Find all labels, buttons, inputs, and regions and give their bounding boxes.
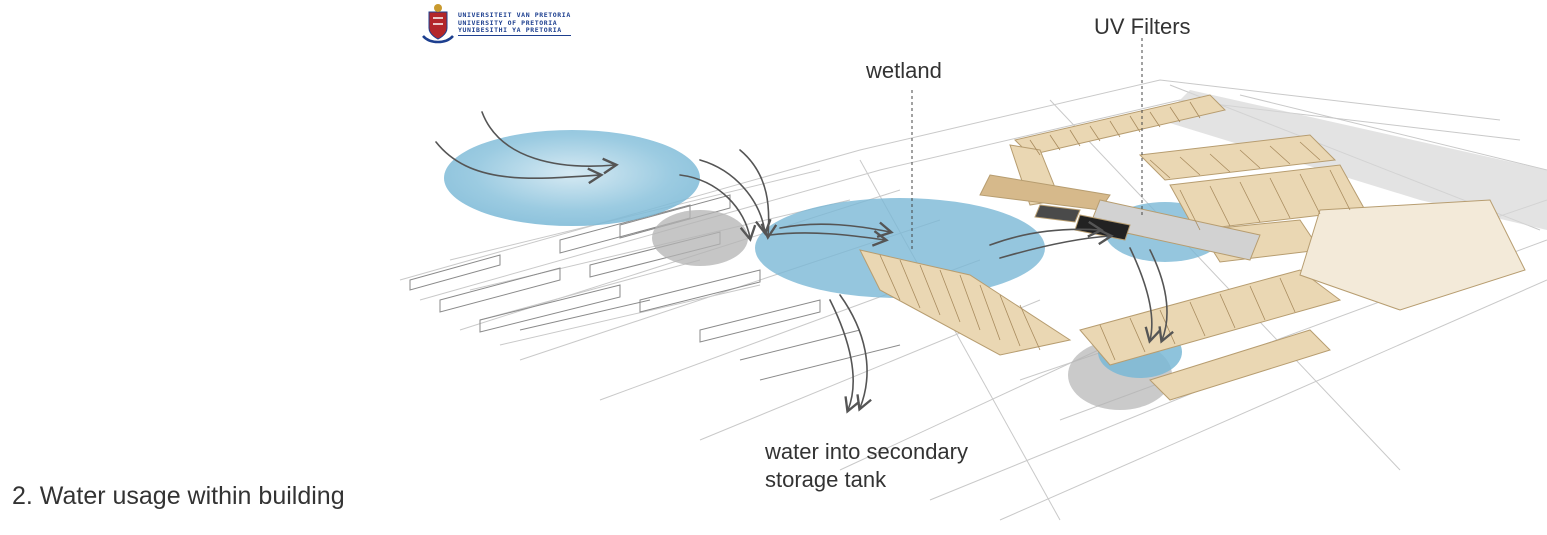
storage-tank-label-line1: water into secondary: [765, 439, 968, 464]
university-name-line3: YUNIBESITHI YA PRETORIA: [458, 26, 571, 36]
tank-arrow: [829, 299, 860, 414]
university-name: UNIVERSITEIT VAN PRETORIA UNIVERSITY OF …: [458, 11, 571, 36]
inflow-arrow: [435, 141, 604, 185]
tank-arrow: [839, 294, 872, 412]
timber-buildings: [859, 94, 1526, 401]
collection-arrow: [739, 149, 778, 240]
university-shield-logo: [422, 4, 454, 44]
wetland-water-zone: [755, 198, 1045, 298]
storage-tank-label-line2: storage tank: [765, 467, 887, 492]
university-name-line2: UNIVERSITY OF PRETORIA: [458, 18, 558, 27]
uv-filters-label: UV Filters: [1094, 14, 1191, 39]
leader-lines: [911, 38, 1143, 250]
shadow-zone: [652, 210, 748, 266]
wetland-arrow: [779, 221, 894, 239]
collection-arrow: [699, 159, 772, 236]
storage-arrow: [1149, 249, 1174, 344]
uv-arrow: [999, 228, 1114, 259]
university-name-line1: UNIVERSITEIT VAN PRETORIA: [458, 11, 571, 19]
timber-hatching: [879, 101, 1351, 361]
collection-arrow: [679, 174, 757, 242]
flow-arrows: [435, 111, 1174, 414]
inflow-arrow: [481, 111, 619, 175]
wetland-label: wetland: [866, 58, 942, 83]
storage-tank-label: water into secondary storage tank: [765, 438, 968, 494]
figure-caption: 2. Water usage within building: [12, 482, 345, 510]
wetland-arrow: [769, 230, 889, 247]
storage-arrow: [1129, 247, 1161, 344]
uv-arrow: [989, 220, 1104, 246]
water-zones: [444, 130, 1225, 410]
road-band: [1160, 90, 1547, 230]
water-catchment-zone: [444, 130, 700, 226]
